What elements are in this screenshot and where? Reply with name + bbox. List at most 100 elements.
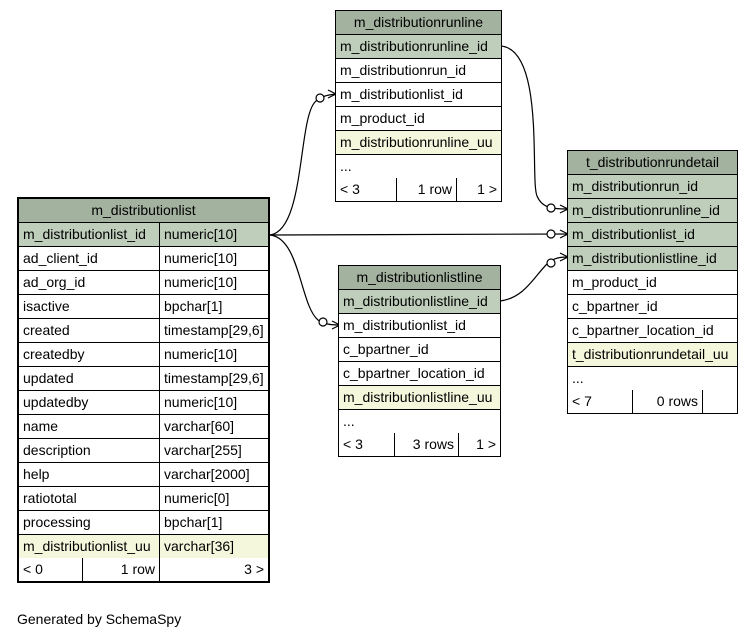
column-row[interactable]: m_distributionlist_id (568, 223, 737, 247)
link-end-circle (318, 317, 328, 327)
column-row[interactable]: created timestamp[29,6] (19, 319, 268, 343)
column-name: c_bpartner_id (572, 298, 658, 314)
table-footer: < 3 3 rows 1 > (339, 433, 500, 456)
children-link[interactable]: 3 > (159, 558, 268, 581)
column-row[interactable]: c_bpartner_id (339, 338, 500, 362)
column-row[interactable]: c_bpartner_location_id (339, 362, 500, 386)
column-row[interactable]: c_bpartner_id (568, 295, 737, 319)
column-name: isactive (23, 298, 70, 314)
link-list-to-listline (269, 234, 341, 326)
column-name: updatedby (23, 394, 89, 410)
column-list: m_distributionrun_id m_distributionrunlin… (568, 175, 737, 390)
row-count: 0 rows (632, 390, 702, 413)
column-row[interactable]: ... (568, 367, 737, 390)
column-name: ... (343, 413, 355, 429)
column-name: m_product_id (340, 110, 425, 126)
column-row[interactable]: updated timestamp[29,6] (19, 367, 268, 391)
column-name: ... (340, 158, 352, 174)
parents-link[interactable]: < 3 (340, 181, 360, 197)
column-row[interactable]: m_distributionrunline_id (568, 199, 737, 223)
column-name: c_bpartner_location_id (343, 365, 485, 381)
column-row[interactable]: t_distributionrundetail_uu (568, 343, 737, 367)
table-m-distributionlist[interactable]: m_distributionlist m_distributionlist_id… (17, 197, 270, 583)
table-title[interactable]: m_distributionlistline (339, 266, 500, 290)
table-title[interactable]: t_distributionrundetail (568, 151, 737, 175)
column-row[interactable]: m_distributionlistline_id (339, 290, 500, 314)
column-name: name (23, 418, 59, 434)
column-row[interactable]: m_distributionlist_id (339, 314, 500, 338)
column-row[interactable]: m_distributionlist_id (336, 83, 501, 107)
parents-link[interactable]: < 3 (343, 436, 363, 452)
column-name: ratiototal (23, 490, 77, 506)
column-name: help (23, 466, 50, 482)
column-type: timestamp[29,6] (159, 319, 268, 342)
column-name: updated (23, 370, 74, 386)
table-title[interactable]: m_distributionrunline (336, 11, 501, 35)
column-row[interactable]: m_distributionrunline_uu (336, 131, 501, 155)
link-end-circle (546, 229, 556, 239)
column-name: m_distributionlist_uu (23, 538, 151, 554)
link-list-to-runline (269, 93, 337, 236)
column-row[interactable]: ... (336, 155, 501, 178)
column-name: m_distributionlistline_uu (343, 389, 493, 405)
column-name: t_distributionrundetail_uu (572, 346, 729, 362)
table-footer: < 0 1 row 3 > (19, 558, 268, 581)
column-name: m_distributionlist_id (23, 226, 146, 242)
column-row[interactable]: m_distributionrun_id (336, 59, 501, 83)
column-name: m_distributionrunline_uu (340, 134, 493, 150)
column-row[interactable]: createdby numeric[10] (19, 343, 268, 367)
column-row[interactable]: m_distributionlistline_id (568, 247, 737, 271)
column-name: created (23, 322, 70, 338)
parents-link[interactable]: < 7 (572, 393, 592, 409)
column-type: varchar[60] (159, 415, 268, 438)
column-name: m_distributionlist_id (343, 317, 466, 333)
column-row[interactable]: m_product_id (568, 271, 737, 295)
link-end-circle (315, 93, 325, 103)
column-row[interactable]: name varchar[60] (19, 415, 268, 439)
table-t-distributionrundetail[interactable]: t_distributionrundetail m_distributionru… (567, 150, 738, 414)
column-name: m_distributionrunline_id (572, 202, 720, 218)
link-runline-to-detail (500, 45, 569, 210)
row-count: 1 row (82, 558, 159, 581)
column-row[interactable]: ratiototal numeric[0] (19, 487, 268, 511)
link-list-to-detail (269, 233, 569, 236)
children-link[interactable]: 1 > (456, 178, 501, 201)
column-type: numeric[10] (159, 391, 268, 414)
column-list: m_distributionrunline_id m_distributionru… (336, 35, 501, 178)
table-title[interactable]: m_distributionlist (19, 199, 268, 223)
column-name: m_distributionlistline_id (343, 293, 488, 309)
column-name: ad_client_id (23, 250, 98, 266)
column-name: m_distributionrun_id (572, 178, 699, 194)
column-type: numeric[0] (159, 487, 268, 510)
column-row[interactable]: m_distributionrun_id (568, 175, 737, 199)
column-name: m_distributionrun_id (340, 62, 467, 78)
column-type: numeric[10] (159, 343, 268, 366)
column-type: numeric[10] (159, 271, 268, 294)
column-row[interactable]: updatedby numeric[10] (19, 391, 268, 415)
column-row[interactable]: m_product_id (336, 107, 501, 131)
column-row[interactable]: c_bpartner_location_id (568, 319, 737, 343)
column-row[interactable]: m_distributionlist_uu varchar[36] (19, 535, 268, 558)
parents-link[interactable]: < 0 (23, 561, 43, 577)
column-type: varchar[255] (159, 439, 268, 462)
column-type: varchar[36] (159, 535, 268, 558)
children-link[interactable]: 1 > (458, 433, 500, 456)
column-type: bpchar[1] (159, 295, 268, 318)
column-row[interactable]: m_distributionlistline_uu (339, 386, 500, 410)
column-row[interactable]: m_distributionrunline_id (336, 35, 501, 59)
column-type: timestamp[29,6] (159, 367, 268, 390)
column-row[interactable]: isactive bpchar[1] (19, 295, 268, 319)
column-row[interactable]: ... (339, 410, 500, 433)
column-name: createdby (23, 346, 85, 362)
table-m-distributionlistline[interactable]: m_distributionlistline m_distributionlis… (338, 265, 501, 457)
table-m-distributionrunline[interactable]: m_distributionrunline m_distributionrunl… (335, 10, 502, 202)
link-end-circle (546, 258, 556, 268)
